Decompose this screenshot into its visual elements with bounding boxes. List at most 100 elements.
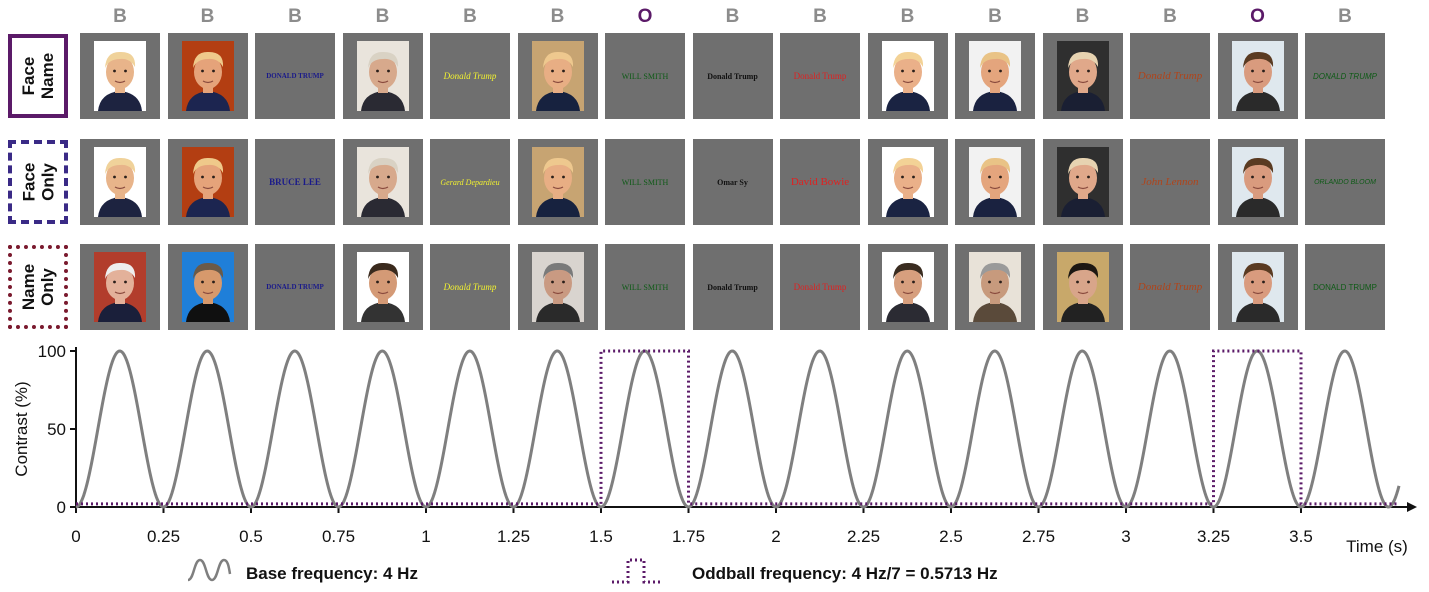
face-stimulus [955,244,1035,330]
condition-label-text: Face Name [19,52,57,100]
face-stimulus [867,244,948,330]
face-photo [356,41,409,111]
x-tick-label: 3.25 [1197,527,1230,546]
face-stimulus [1217,244,1298,330]
name-stimulus-text: DONALD TRUMP [266,72,324,80]
name-stimulus: DONALD TRUMP [255,33,335,119]
column-label: B [1163,6,1177,27]
oddball-frequency-icon [612,558,660,584]
name-stimulus-text: BRUCE LEE [269,177,321,187]
name-stimulus: Donald Trump [430,33,510,119]
name-stimulus: Donald Trump [692,33,773,119]
face-photo [1056,252,1109,322]
name-stimulus: DONALD TRUMP [1305,33,1385,119]
face-stimulus [517,244,598,330]
name-stimulus-text: WILL SMITH [621,177,669,187]
column-label: B [113,6,127,27]
name-stimulus: WILL SMITH [605,33,685,119]
x-tick-label: 2 [771,527,780,546]
column-label: O [1250,6,1265,27]
x-tick-label: 0 [71,527,80,546]
face-stimulus [167,139,248,225]
face-photo [1231,252,1284,322]
x-tick-label: 0.75 [322,527,355,546]
face-photo [881,252,934,322]
face-stimulus [167,244,248,330]
x-axis-arrow [1407,502,1417,512]
name-stimulus-text: Donald Trump [793,71,847,81]
name-stimulus-text: DONALD TRUMP [1312,71,1377,81]
face-stimulus [342,244,423,330]
name-stimulus-text: Donald Trump [1137,281,1203,293]
condition-label-text: Name Only [19,263,57,311]
face-photo [1231,41,1284,111]
face-stimulus [80,139,160,225]
face-photo [881,41,934,111]
name-stimulus-text: DONALD TRUMP [266,283,324,291]
name-stimulus: WILL SMITH [605,139,685,225]
x-tick-label: 3.5 [1289,527,1313,546]
column-label: B [725,6,740,27]
x-tick-label: 2.75 [1022,527,1055,546]
face-photo [531,252,584,322]
oddball-frequency-label: Oddball frequency: 4 Hz/7 = 0.5713 Hz [692,564,998,583]
name-stimulus-text: Gerard Depardieu [440,177,500,187]
condition-label: Name Only [8,245,68,329]
name-stimulus: John Lennon [1130,139,1210,225]
name-stimulus: David Bowie [780,139,860,225]
y-tick-label: 0 [57,498,66,517]
column-label: B [550,6,565,27]
face-stimulus [1042,33,1123,119]
face-photo [94,41,146,111]
name-stimulus-text: Donald Trump [443,282,497,292]
face-stimulus [867,139,948,225]
x-axis-label: Time (s) [1346,537,1408,556]
face-stimulus [167,33,248,119]
condition-label-text: Face Only [19,162,57,202]
face-stimulus [517,33,598,119]
x-tick-label: 0.5 [239,527,263,546]
face-photo [531,41,584,111]
column-label: B [988,6,1002,27]
name-stimulus: DONALD TRUMP [1305,244,1385,330]
name-stimulus: Gerard Depardieu [430,139,510,225]
face-stimulus [1042,139,1123,225]
face-stimulus [517,139,598,225]
name-stimulus: WILL SMITH [605,244,685,330]
face-photo [1231,147,1284,217]
face-photo [181,252,234,322]
face-photo [969,147,1021,217]
oddball-frequency-series [76,349,1399,506]
face-stimulus [867,33,948,119]
name-stimulus-text: Donald Trump [443,71,497,81]
y-tick-label: 100 [38,342,66,361]
column-label: O [637,6,653,27]
name-stimulus-text: Donald Trump [1137,70,1203,82]
face-photo [356,252,409,322]
face-photo [356,147,409,217]
name-stimulus: DONALD TRUMP [255,244,335,330]
column-label: B [900,6,915,27]
face-photo [531,147,584,217]
name-stimulus-text: Donald Trump [793,282,847,292]
face-stimulus [80,33,160,119]
x-tick-label: 1.5 [589,527,613,546]
name-stimulus: Donald Trump [780,244,860,330]
x-tick-label: 2.25 [847,527,880,546]
x-tick-label: 0.25 [147,527,180,546]
name-stimulus: BRUCE LEE [255,139,335,225]
x-tick-label: 3 [1121,527,1130,546]
face-stimulus [955,139,1035,225]
face-stimulus [80,244,160,330]
face-stimulus [342,33,423,119]
face-stimulus [1217,33,1298,119]
name-stimulus-text: WILL SMITH [621,282,669,292]
name-stimulus: Donald Trump [1130,244,1210,330]
face-photo [181,41,234,111]
name-stimulus: ORLANDO BLOOM [1305,139,1385,225]
name-stimulus-text: John Lennon [1141,176,1199,188]
column-label: B [1338,6,1352,27]
column-label: B [288,6,302,27]
